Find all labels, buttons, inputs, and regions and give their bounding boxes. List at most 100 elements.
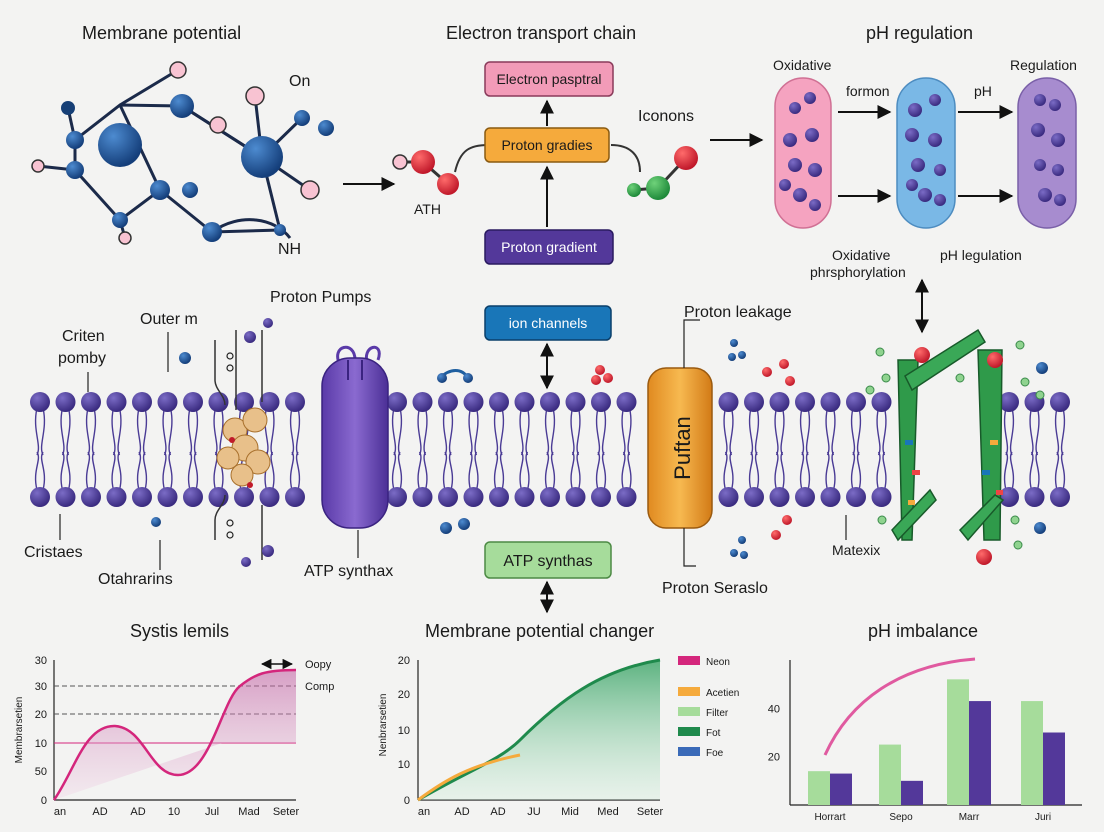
label-otahrarins: Otahrarins [98,571,173,588]
legend-label: Acetien [706,688,739,699]
lipid-tail [1054,407,1060,456]
lipid-head [234,487,254,507]
y-axis-label: Nenbrarsetien [378,694,389,757]
capsule-blue [896,77,956,229]
y-tick-label: 10 [35,738,47,750]
lipid-tail [1029,451,1034,491]
lipid-tail [723,407,728,456]
y-tick-label: 30 [35,681,47,693]
x-tick-label: AD [490,806,505,818]
bar [947,679,969,805]
y-tick-label: 50 [35,766,47,778]
lipid-tail [162,451,167,491]
lipid-head [489,487,509,507]
lipid-head [846,392,866,412]
legend-swatch [678,707,700,716]
lipid-head [387,392,407,412]
connector-iconons [610,144,641,173]
lipid-head [438,392,458,412]
lipid-tail [1003,451,1009,491]
legend-label: Fot [706,728,721,739]
lipid-tail [468,407,473,456]
label-iconons: Iconons [638,108,694,125]
y-tick-label: 10 [398,759,410,771]
label-proton-leakage: Proton leakage [684,304,792,321]
lipid-tail [729,407,734,456]
pump-rings [226,352,234,539]
ath-molecule [392,150,459,195]
lipid-head [132,487,152,507]
lipid-tail [627,451,632,491]
svg-text:Electron pasptral: Electron pasptral [496,71,601,87]
label-ath: ATH [414,201,441,217]
lipid-tail [448,407,454,456]
lipid-tail [595,451,601,491]
lipid-head [285,392,305,412]
bar [1021,701,1043,805]
green-proteins [891,328,1048,565]
pump-ions [241,318,274,567]
svg-text:Proton gradient: Proton gradient [501,239,597,255]
x-tick-label: Juri [1035,812,1051,823]
label-atp-synthax: ATP synthax [304,563,393,580]
lipid-tail [729,451,734,491]
lipid-head [81,392,101,412]
lipid-tail [60,451,65,491]
molecule-atoms [31,61,334,245]
lipid-tail [34,451,40,491]
lipid-head [55,392,76,412]
legend-swatch [678,656,700,665]
label-formon: formon [846,83,890,99]
lipid-tail [805,407,811,456]
x-tick-label: Marr [959,812,980,823]
title-ph-regulation: pH regulation [866,23,973,43]
lipid-tail [544,451,550,491]
lipid-tail [289,407,295,456]
lipid-tail [442,451,448,491]
lipid-tail [1054,451,1060,491]
lipid-head [259,392,280,412]
label-nh: NH [278,241,301,258]
lipid-tail [40,407,46,456]
lipid-head [1024,487,1045,507]
label-on: On [289,73,310,90]
legend-label: Filter [706,708,729,719]
lipid-tail [519,407,524,456]
lipid-tail [40,451,46,491]
ion-pairs [437,359,795,540]
legend-label: Foe [706,748,724,759]
lipid-head [285,487,305,507]
lipid-tail [825,407,830,456]
lipid-head [208,392,229,412]
lipid-head [744,392,764,412]
legend-swatch [678,687,700,696]
lipid-tail [193,451,199,491]
lipid-head [234,392,254,412]
lipid-tail [1009,407,1015,456]
lipid-tail [213,451,218,491]
area-fill [418,660,660,800]
lipid-tail [499,407,505,456]
lipid-tail [213,407,218,456]
lipid-tail [1060,407,1066,456]
legend-swatch [678,747,700,756]
lipid-head [412,487,433,507]
label-ph-legulation: pH legulation [940,247,1022,263]
lipid-tail [391,451,397,491]
lipid-tail [66,407,71,456]
label-oxphos-1: Oxidative [832,247,891,263]
lipid-tail [748,451,754,491]
y-tick-label: 20 [398,689,410,701]
lipid-tail [417,407,422,456]
lipid-tail [1029,407,1034,456]
x-tick-label: 10 [168,806,180,818]
lipid-tail [60,407,65,456]
lipid-tail [876,451,881,491]
lipid-tail [117,451,122,491]
green-protein-marks [905,440,1003,505]
lipid-tail [91,407,97,456]
lipid-tail [136,451,142,491]
lipid-tail [270,451,275,491]
lipid-tail [1035,451,1040,491]
ph-arrows [838,105,1014,334]
